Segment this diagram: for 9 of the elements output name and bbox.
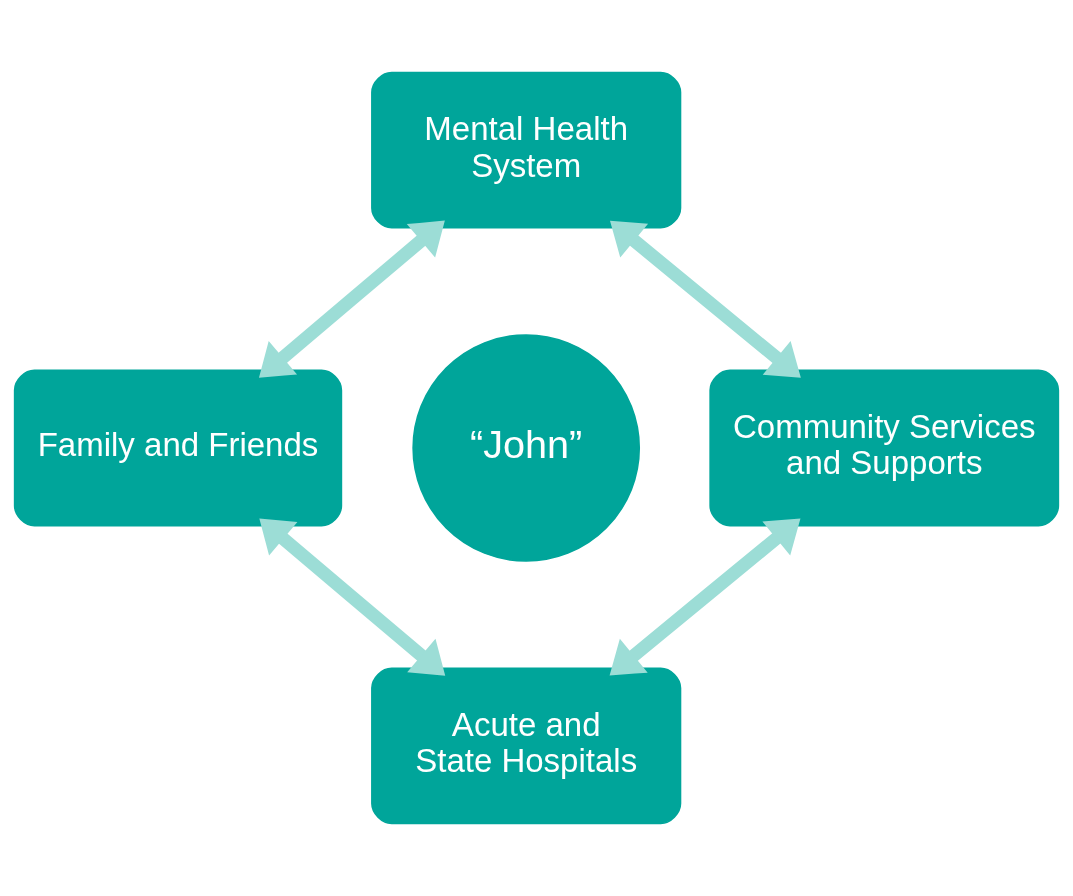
node-box: Community Services and Supports bbox=[709, 369, 1060, 527]
arrow bbox=[609, 518, 801, 676]
arrow bbox=[259, 518, 446, 676]
arrow bbox=[258, 220, 445, 378]
arrow bbox=[609, 220, 801, 378]
node-circle: “John” bbox=[412, 334, 641, 562]
node-box: Mental Health System bbox=[371, 71, 682, 229]
node-box: Family and Friends bbox=[13, 369, 343, 527]
node-box: Acute and State Hospitals bbox=[371, 667, 682, 825]
